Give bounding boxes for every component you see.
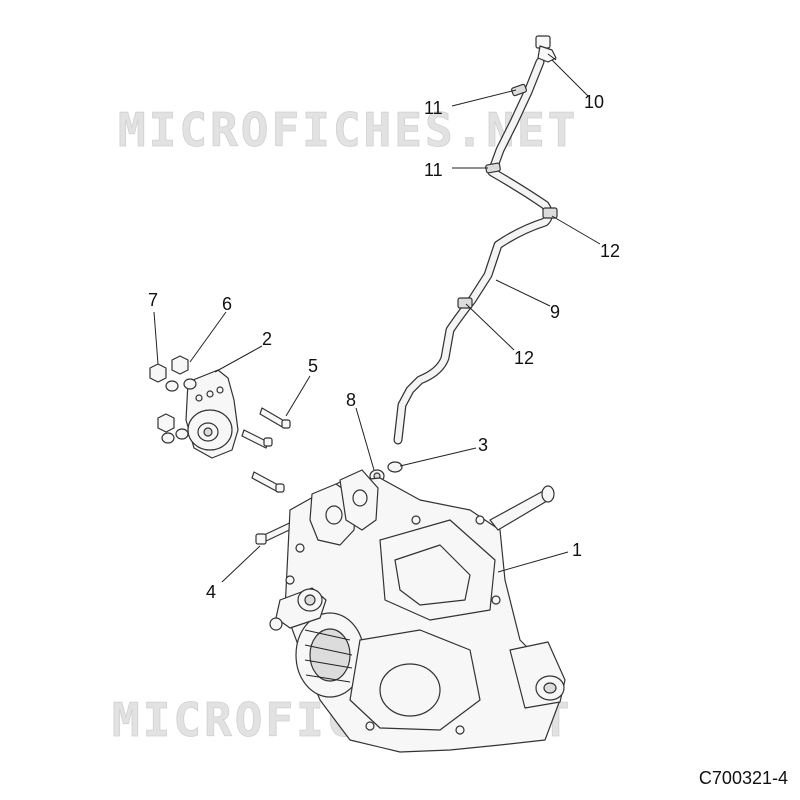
callout-10: 10 bbox=[584, 92, 604, 112]
callout-6: 6 bbox=[222, 294, 232, 314]
callout-1: 1 bbox=[572, 540, 582, 560]
callout-3: 3 bbox=[478, 435, 488, 455]
nut-washer-set bbox=[149, 355, 197, 444]
callout-9: 9 bbox=[550, 302, 560, 322]
hose-clamp-small bbox=[387, 461, 403, 473]
mount-bracket bbox=[185, 369, 239, 459]
watermark-top: MICROFICHES.NET bbox=[118, 103, 578, 157]
hose-clip-upper bbox=[511, 83, 527, 97]
callout-8: 8 bbox=[346, 390, 356, 410]
callout-labels: 1 2 3 4 5 6 7 8 9 10 11 11 12 12 bbox=[148, 92, 620, 602]
callout-11-lower: 11 bbox=[424, 160, 443, 180]
vent-fitting bbox=[535, 35, 557, 63]
callout-11-upper: 11 bbox=[424, 98, 443, 118]
callout-5: 5 bbox=[308, 356, 318, 376]
drawing-number: C700321-4 bbox=[699, 768, 788, 788]
callout-12-upper: 12 bbox=[600, 241, 620, 261]
callout-4: 4 bbox=[206, 582, 216, 602]
callout-2: 2 bbox=[262, 329, 272, 349]
transmission-assembly bbox=[269, 469, 566, 753]
callout-12-lower: 12 bbox=[514, 348, 534, 368]
hose-clip-lower bbox=[485, 162, 501, 174]
hose-clamp-lower bbox=[457, 297, 473, 309]
hose-clamp-upper bbox=[542, 207, 558, 219]
callout-7: 7 bbox=[148, 290, 158, 310]
vent-hose bbox=[393, 57, 553, 445]
leader-lines bbox=[153, 59, 601, 583]
